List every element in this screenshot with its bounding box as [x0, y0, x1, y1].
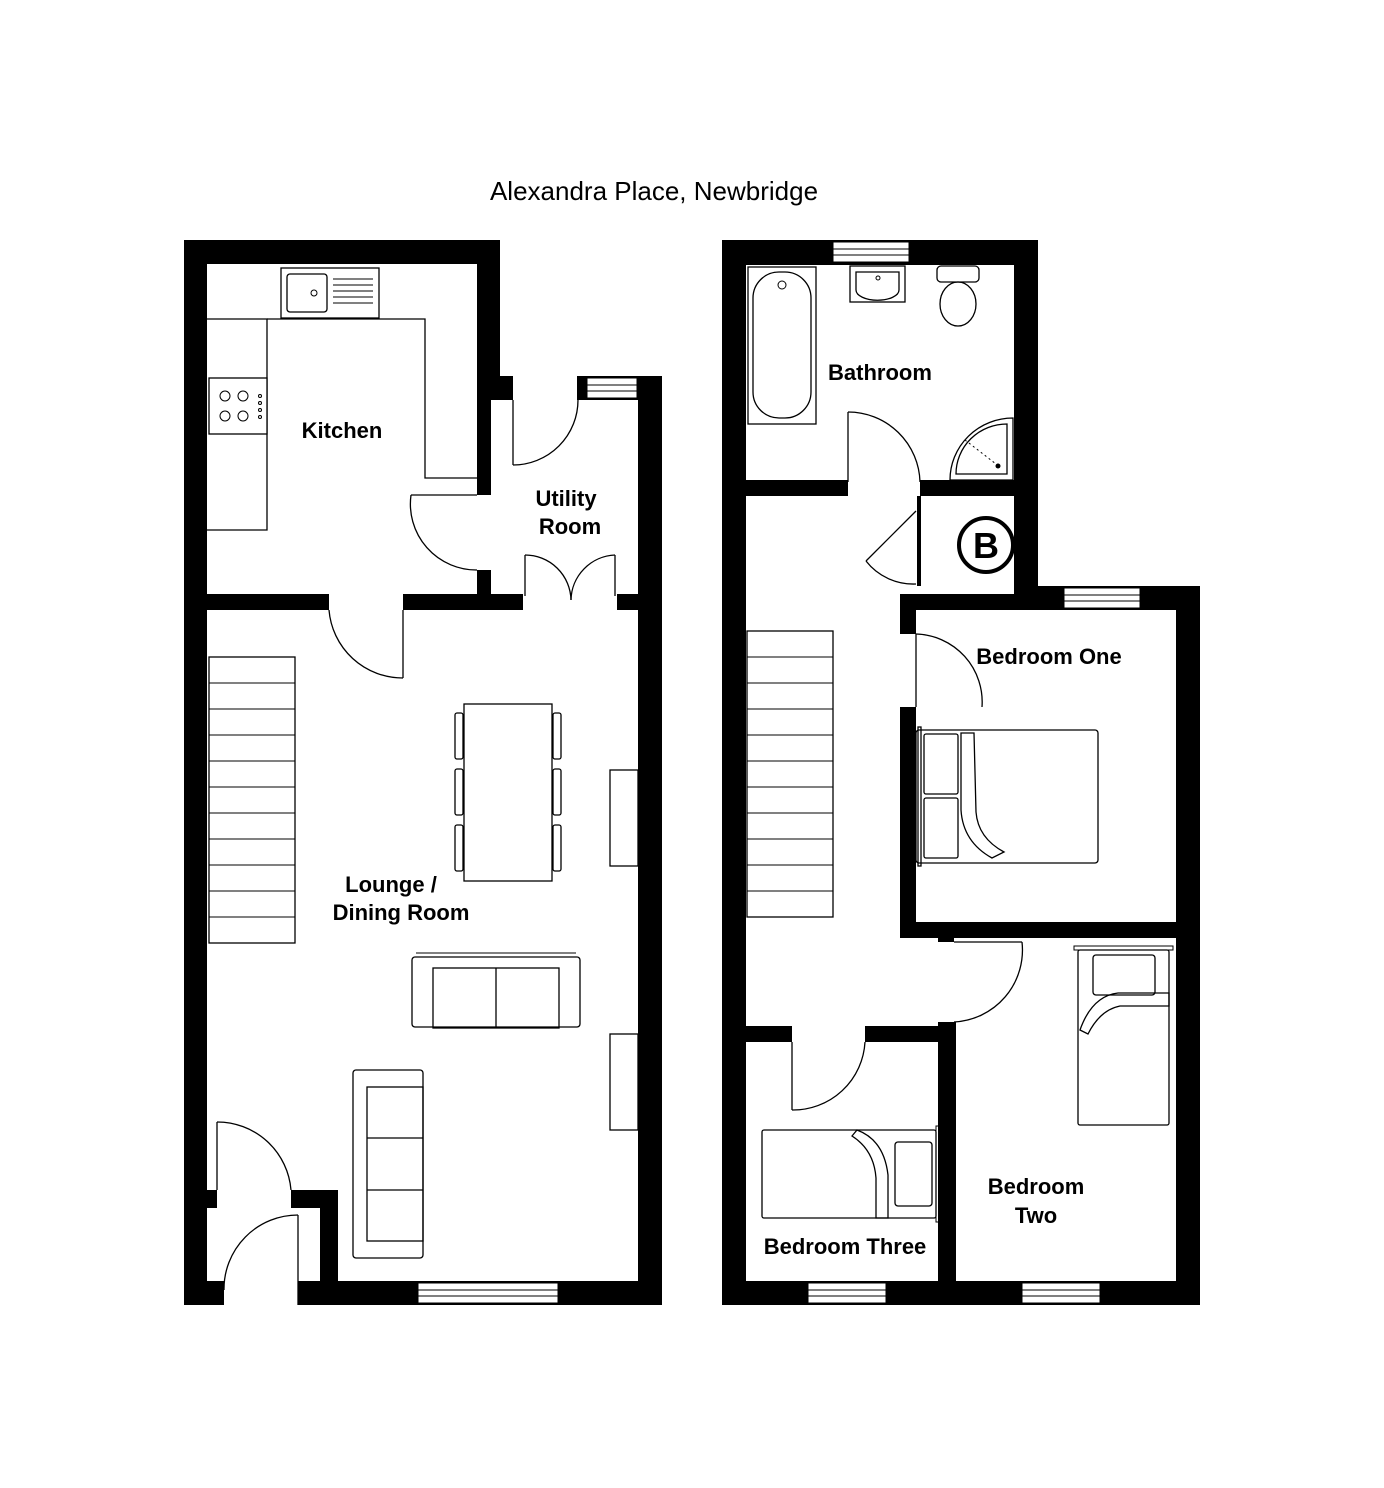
door	[409, 494, 478, 571]
hob	[208, 377, 268, 435]
wall	[184, 1281, 224, 1305]
sideboard	[609, 769, 639, 867]
door	[847, 411, 921, 483]
wall	[865, 1026, 956, 1042]
door	[328, 609, 404, 679]
double-door	[524, 554, 616, 601]
front-door	[216, 1121, 299, 1305]
wall	[184, 240, 500, 264]
boiler-icon: B	[957, 516, 1015, 574]
room-label-lounge: Lounge /	[345, 872, 437, 897]
wall	[403, 594, 523, 610]
window	[586, 377, 638, 399]
wall	[746, 480, 848, 496]
room-label-utility: Room	[539, 514, 601, 539]
room-label-bathroom: Bathroom	[828, 360, 932, 385]
wall	[617, 594, 638, 610]
wall	[320, 1190, 338, 1281]
wall	[638, 376, 662, 1305]
wall	[938, 922, 954, 942]
boiler-label: B	[973, 525, 999, 566]
wall	[900, 594, 916, 634]
window	[1063, 587, 1141, 609]
door	[865, 510, 917, 585]
wall	[1014, 240, 1038, 610]
wall	[917, 496, 921, 586]
wall	[477, 240, 500, 380]
basin	[849, 265, 906, 303]
worktop	[267, 318, 477, 479]
room-label-utility: Utility	[535, 486, 597, 511]
first-floor: B	[722, 240, 1200, 1305]
room-label-bedroom-three: Bedroom Three	[764, 1234, 927, 1259]
wall	[1176, 586, 1200, 1305]
wall	[477, 400, 491, 495]
wall	[900, 707, 916, 938]
ground-floor: Kitchen Utility Room Lounge / Dining Roo…	[184, 240, 662, 1305]
single-bed	[1073, 945, 1174, 1126]
plan-title: Alexandra Place, Newbridge	[490, 176, 818, 206]
room-label-bedroom-one: Bedroom One	[976, 644, 1121, 669]
window	[807, 1282, 887, 1304]
sofa	[352, 1069, 424, 1259]
wall	[938, 1022, 956, 1305]
room-label-kitchen: Kitchen	[302, 418, 383, 443]
door	[915, 633, 983, 708]
wall	[207, 1190, 217, 1208]
single-bed	[761, 1125, 941, 1223]
wall	[920, 480, 1014, 496]
double-bed	[915, 726, 1099, 867]
sofa	[411, 952, 581, 1029]
room-label-bedroom-two: Two	[1015, 1203, 1057, 1228]
shower	[949, 417, 1014, 481]
bath	[747, 266, 817, 425]
wall	[207, 594, 329, 610]
door	[791, 1041, 866, 1111]
wall	[184, 240, 207, 1305]
sideboard	[609, 1033, 639, 1131]
window	[1021, 1282, 1101, 1304]
staircase	[746, 630, 834, 918]
door	[512, 399, 579, 466]
wall	[746, 1026, 792, 1042]
wall	[722, 240, 746, 1305]
wall	[722, 1281, 1200, 1305]
door	[953, 941, 1024, 1023]
window	[417, 1282, 559, 1304]
room-label-bedroom-two: Bedroom	[988, 1174, 1085, 1199]
staircase	[208, 656, 296, 944]
window	[832, 241, 910, 263]
wall	[477, 376, 513, 400]
toilet	[936, 265, 980, 327]
dining-table	[454, 703, 562, 882]
sink	[280, 267, 380, 319]
room-label-lounge: Dining Room	[333, 900, 470, 925]
wall	[900, 594, 1036, 610]
wall	[900, 922, 1200, 938]
